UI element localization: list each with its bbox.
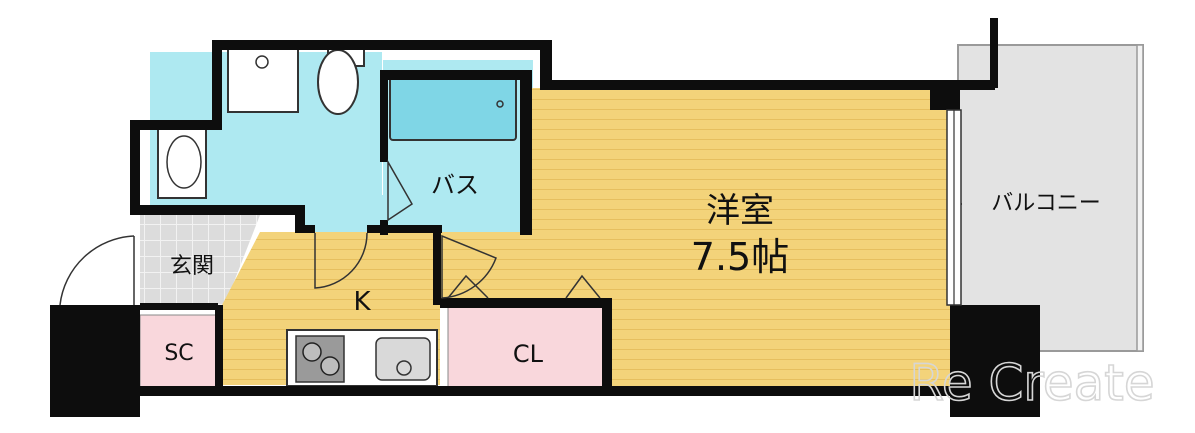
wash-basin	[157, 127, 207, 199]
washing-machine-drain-icon	[255, 55, 269, 69]
stove	[295, 335, 345, 383]
western-room-size: 7.5帖	[691, 235, 789, 279]
shoe-closet-area	[139, 314, 219, 389]
burner-icon	[302, 342, 322, 362]
balcony-label: バルコニー	[991, 191, 1101, 216]
walls	[50, 18, 1040, 417]
entrance-floor	[140, 215, 260, 305]
wash-basin-bowl-icon	[166, 135, 202, 189]
watermark: Re Create	[909, 354, 1154, 412]
bath-label: バス	[431, 171, 479, 199]
closet-label: CL	[513, 340, 544, 368]
balcony-area	[957, 44, 1144, 352]
toilet-bowl-icon	[317, 49, 359, 115]
closet-area	[447, 305, 609, 389]
shoe-closet-label: SC	[164, 341, 193, 366]
washing-machine-pan	[227, 47, 299, 113]
doors	[59, 159, 601, 306]
balcony-rail	[1136, 44, 1144, 352]
sink-drain-icon	[396, 360, 412, 376]
bathtub-drain-icon	[496, 100, 504, 108]
burner-icon	[320, 356, 340, 376]
kitchen-label: K	[353, 287, 371, 317]
western-room-name: 洋室	[706, 191, 774, 231]
entrance-label: 玄関	[170, 254, 214, 279]
kitchen-sink	[375, 337, 431, 381]
